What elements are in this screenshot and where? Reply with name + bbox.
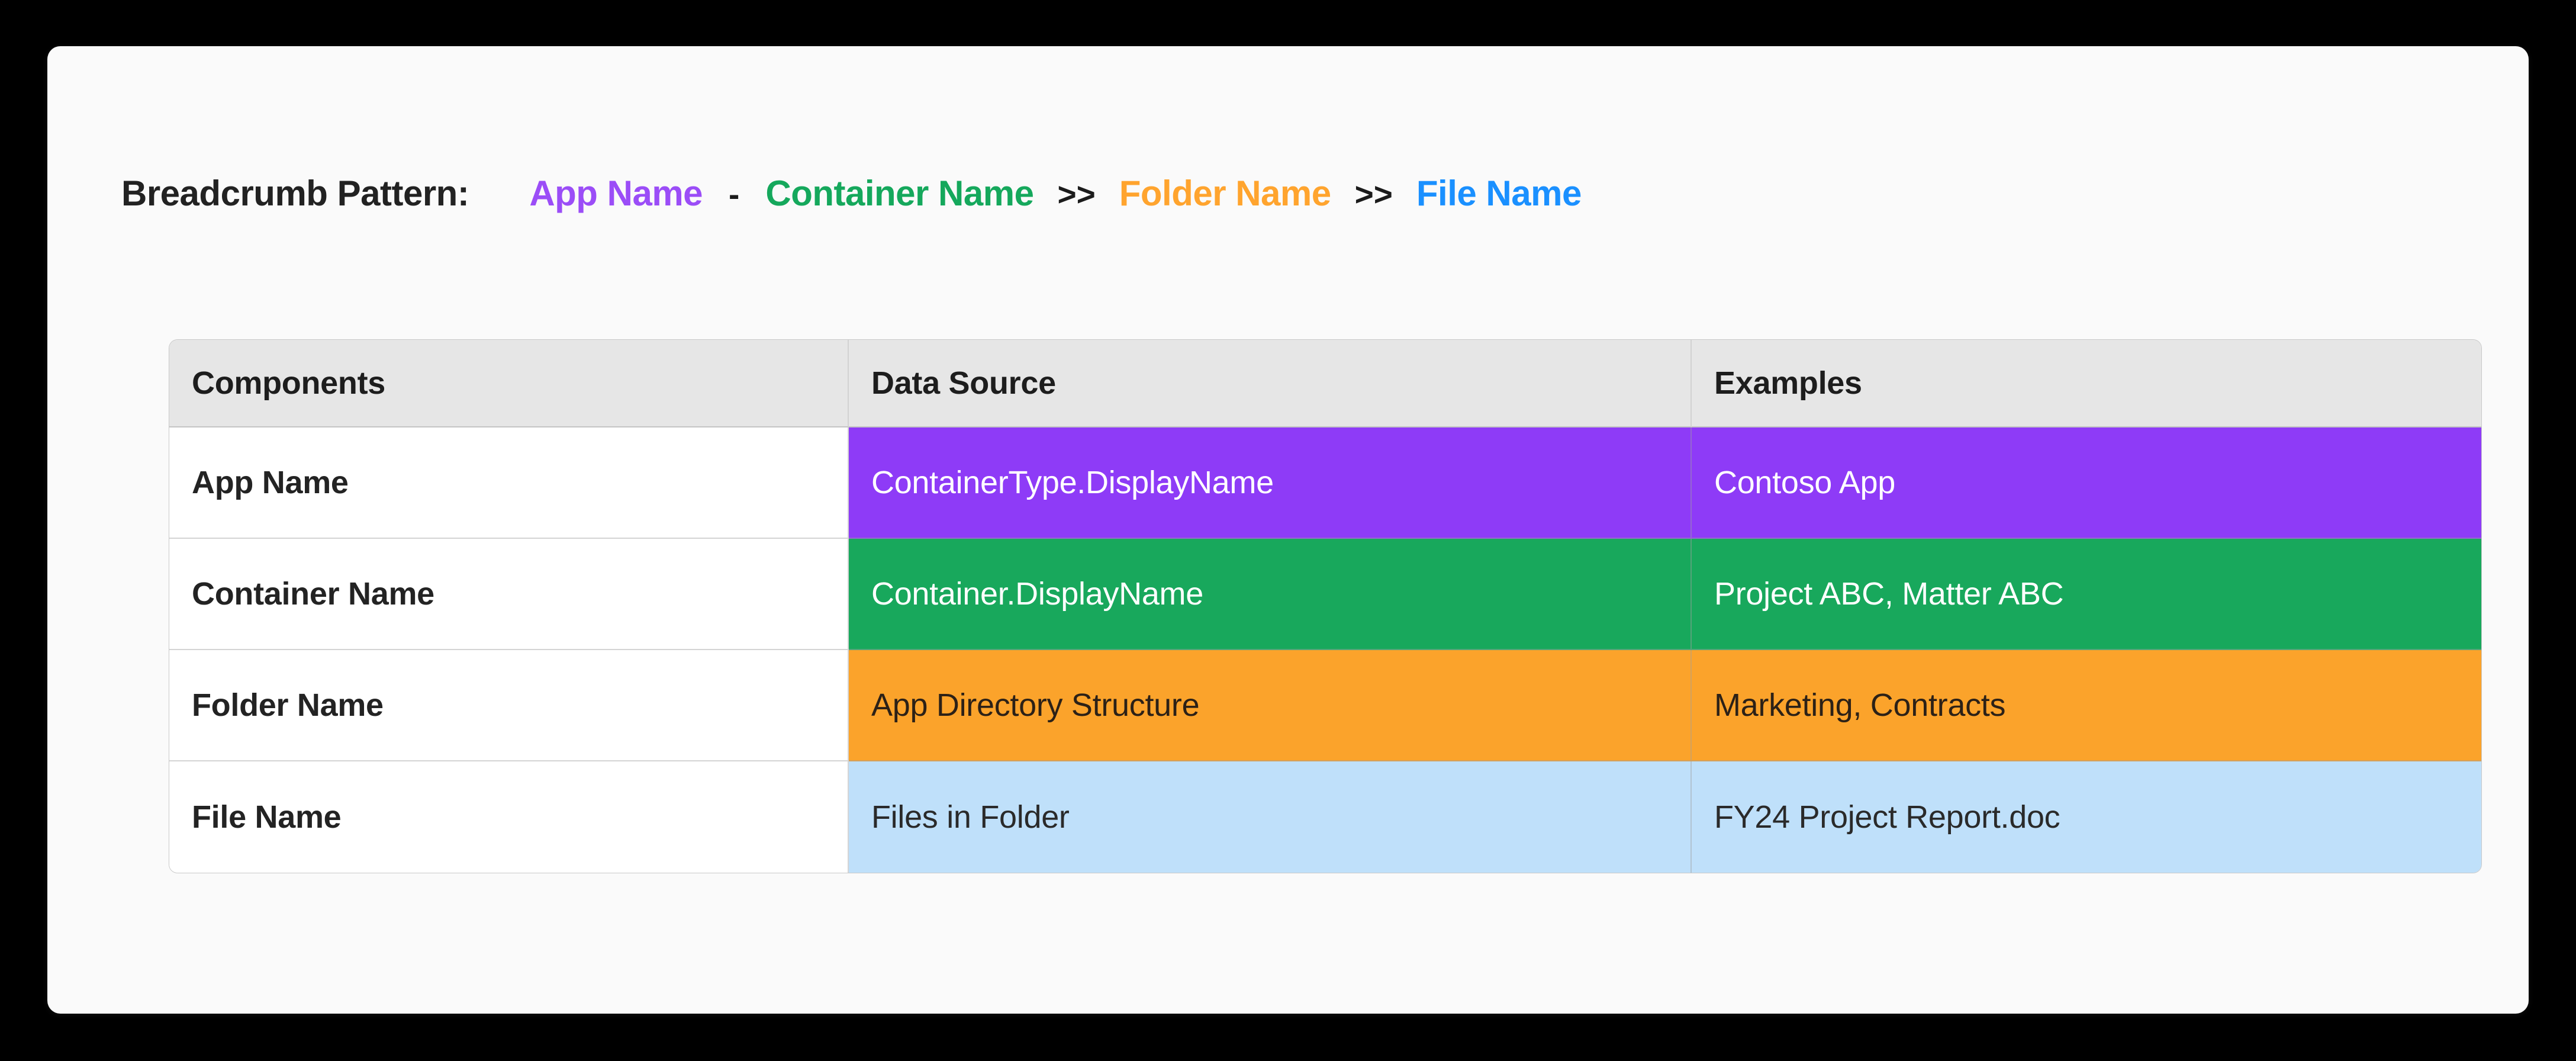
cell-example-folder-name: Marketing, Contracts: [1692, 650, 2481, 761]
breadcrumb-separator-arrow-2: >>: [1354, 176, 1393, 213]
breadcrumb-crumb-container-name[interactable]: Container Name: [765, 173, 1034, 213]
column-header-data-source: Data Source: [849, 340, 1692, 427]
cell-example-file-name: FY24 Project Report.doc: [1692, 761, 2481, 873]
cell-component-file-name: File Name: [169, 761, 849, 873]
table-header-row: Components Data Source Examples: [169, 340, 2481, 427]
breadcrumb-pattern-label: Breadcrumb Pattern:: [121, 173, 469, 213]
breadcrumb-components-table: Components Data Source Examples App Name…: [169, 340, 2481, 873]
cell-component-app-name: App Name: [169, 427, 849, 539]
cell-component-container-name: Container Name: [169, 539, 849, 650]
breadcrumb-crumb-app-name[interactable]: App Name: [529, 173, 703, 213]
cell-data-source-container-name: Container.DisplayName: [849, 539, 1692, 650]
breadcrumb-separator-arrow-1: >>: [1057, 176, 1096, 213]
breadcrumb-crumb-file-name[interactable]: File Name: [1416, 173, 1582, 213]
column-header-examples: Examples: [1692, 340, 2481, 427]
cell-data-source-file-name: Files in Folder: [849, 761, 1692, 873]
breadcrumb: Breadcrumb Pattern: App Name - Container…: [121, 173, 1582, 226]
table-row: File Name Files in Folder FY24 Project R…: [169, 761, 2481, 873]
content-card: Breadcrumb Pattern: App Name - Container…: [47, 46, 2529, 1014]
cell-component-folder-name: Folder Name: [169, 650, 849, 761]
cell-data-source-folder-name: App Directory Structure: [849, 650, 1692, 761]
cell-data-source-app-name: ContainerType.DisplayName: [849, 427, 1692, 539]
table-row: App Name ContainerType.DisplayName Conto…: [169, 427, 2481, 539]
cell-example-app-name: Contoso App: [1692, 427, 2481, 539]
cell-example-container-name: Project ABC, Matter ABC: [1692, 539, 2481, 650]
table-row: Container Name Container.DisplayName Pro…: [169, 539, 2481, 650]
column-header-components: Components: [169, 340, 849, 427]
breadcrumb-separator-dash: -: [729, 176, 740, 213]
table-row: Folder Name App Directory Structure Mark…: [169, 650, 2481, 761]
breadcrumb-crumb-folder-name[interactable]: Folder Name: [1119, 173, 1331, 213]
breadcrumb-trail: App Name - Container Name >> Folder Name…: [529, 173, 1582, 214]
